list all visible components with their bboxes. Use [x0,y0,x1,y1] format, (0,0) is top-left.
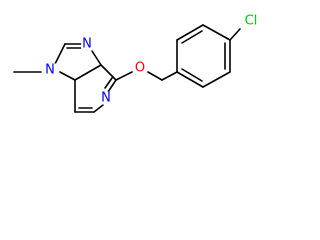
bond-o-ch2 [147,71,163,81]
bond-ar5-ar6 [202,71,231,88]
bond-c6-n5 [93,104,104,113]
bond-ar6-ar1-inner [181,68,203,82]
bond-c7a-n1 [59,71,76,81]
atom-label-o-ether: O [133,60,147,76]
bond-n5-c4-inner [104,77,113,89]
atom-label-cl: Cl [243,13,259,29]
bond-c4-c3a [100,64,117,81]
bond-ar3-ar4 [202,24,231,41]
atom-label-n-pyridine: N [100,90,112,106]
structure-diagram: N N N O Cl [0,0,271,129]
bond-ar2-ar3 [176,24,204,41]
bond-c4-o [115,71,133,81]
bond-n5-c4 [107,79,117,93]
bond-ar2-ar3-inner [181,30,203,44]
bond-ar6-ar1 [176,71,204,88]
bond-n1-c2 [54,43,66,65]
atom-label-n-methyl: N [44,62,56,78]
bond-skeleton [13,24,241,113]
bond-n3-c3a [91,50,102,66]
bond-c3a-c7a [74,64,102,81]
bond-ch2-aryl [161,71,178,81]
bond-ar4-cl [229,28,241,41]
atom-label-n-imine: N [81,36,93,52]
